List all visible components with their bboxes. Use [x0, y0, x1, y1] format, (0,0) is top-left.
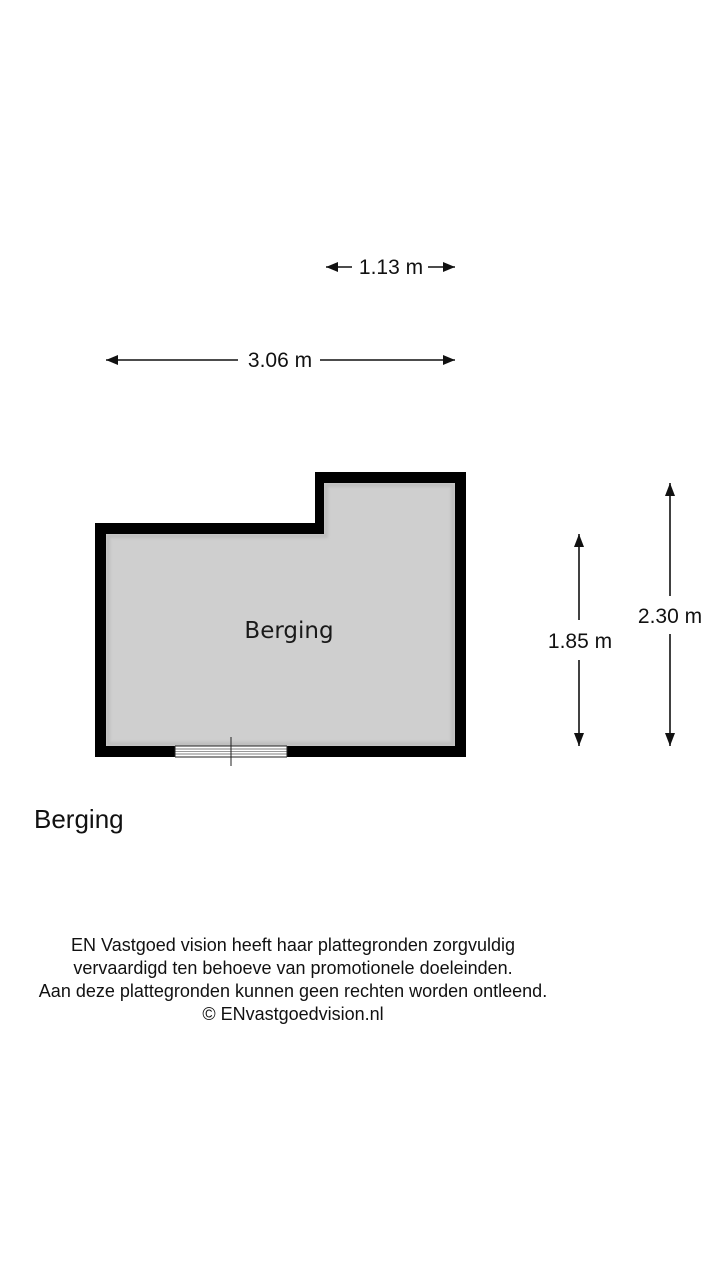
copyright-line: © ENvastgoedvision.nl [202, 1004, 384, 1024]
room-berging: Berging [95, 472, 466, 766]
dimension-total-width-label: 3.06 m [248, 349, 312, 372]
dimension-total-height-label: 2.30 m [638, 605, 702, 628]
dimension-top-width: 1.13 m [326, 256, 455, 279]
room-floor-shading [106, 483, 455, 746]
disclaimer-line: Aan deze plattegronden kunnen geen recht… [38, 981, 548, 1001]
disclaimer-line: vervaardigd ten behoeve van promotionele… [73, 958, 513, 978]
dimension-total-width: 3.06 m [106, 349, 455, 372]
dimension-total-height: 2.30 m [638, 483, 702, 746]
dimension-top-width-label: 1.13 m [359, 256, 423, 279]
disclaimer: EN Vastgoed vision heeft haar plattegron… [0, 934, 586, 1026]
disclaimer-line: EN Vastgoed vision heeft haar plattegron… [71, 935, 515, 955]
dimension-left-height-label: 1.85 m [548, 630, 612, 653]
room-label: Berging [244, 618, 333, 644]
room-floor [106, 483, 455, 746]
room-walls [95, 472, 466, 757]
dimension-left-height: 1.85 m [548, 534, 612, 746]
floor-label: Berging [34, 804, 124, 834]
window-opening [174, 737, 288, 766]
